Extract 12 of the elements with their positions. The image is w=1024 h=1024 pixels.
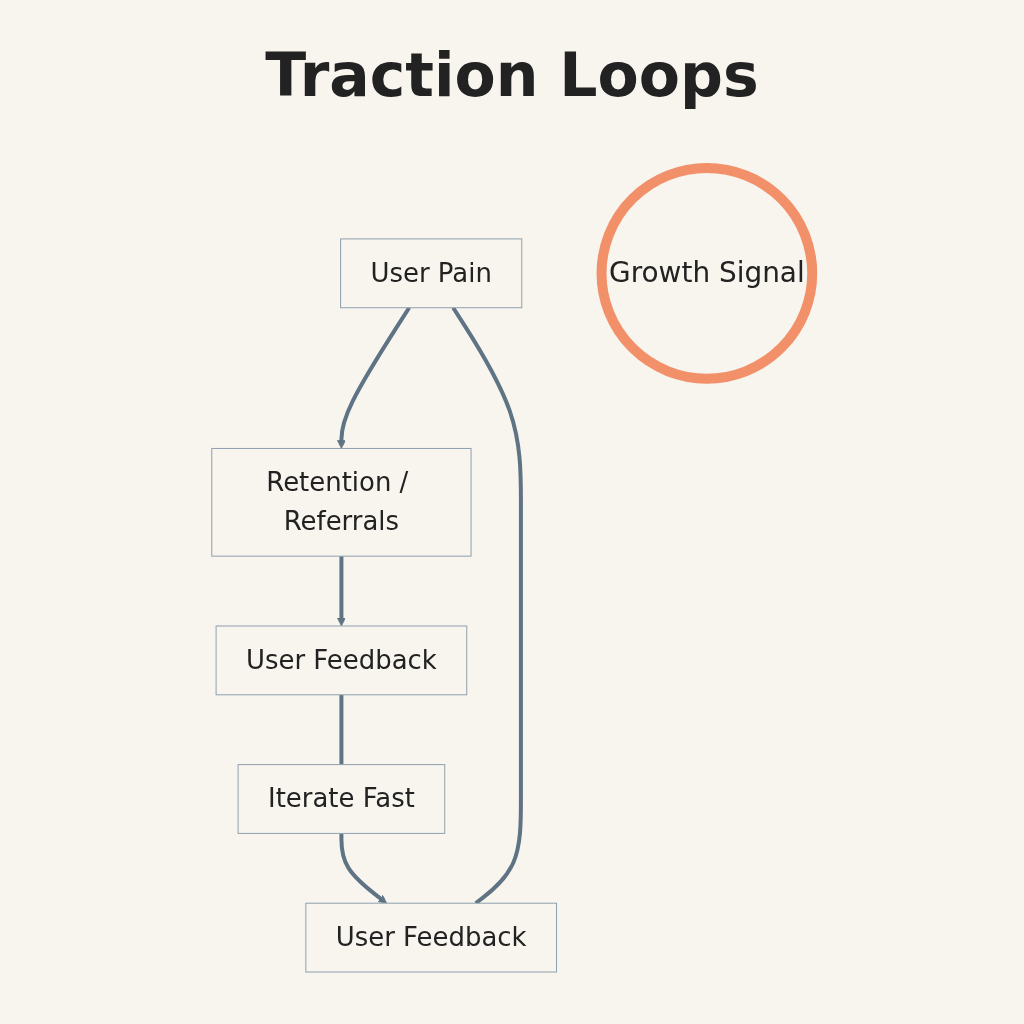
- node-box: User Feedback: [305, 902, 557, 973]
- diagram-title: Traction Loops: [264, 40, 760, 110]
- connector: [451, 306, 523, 905]
- connector: [339, 694, 344, 765]
- node-box: User Pain: [340, 238, 523, 309]
- node-circle: Growth Signal: [596, 163, 818, 384]
- node-box: User Feedback: [215, 625, 468, 696]
- node-box: Retention / Referrals: [211, 447, 472, 557]
- node-box: Iterate Fast: [237, 764, 446, 834]
- arrow: [337, 556, 346, 627]
- arrow: [337, 306, 411, 449]
- arrow: [339, 833, 387, 904]
